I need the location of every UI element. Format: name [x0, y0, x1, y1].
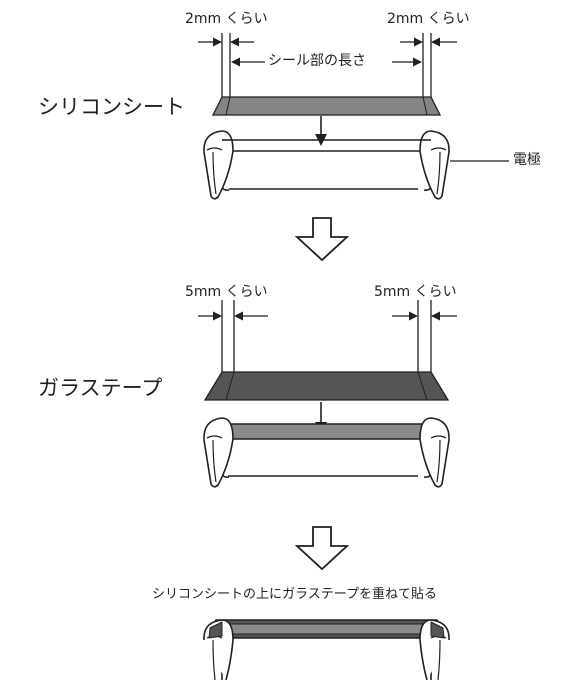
glass-tape-label: ガラステープ	[38, 376, 163, 400]
final-instruction-label: シリコンシートの上にガラステープを重ねて貼る	[152, 587, 437, 602]
electrode-label: 電極	[513, 152, 541, 168]
electrode-drawing	[203, 130, 450, 200]
step1-dimension-lines	[198, 33, 457, 97]
final-electrode-drawing	[203, 619, 450, 681]
seal-length-label: シール部の長さ	[268, 53, 366, 69]
glass-tape-drawing	[203, 371, 450, 401]
approx-2mm-right-label: 2mm くらい	[387, 11, 470, 27]
approx-2mm-left-label: 2mm くらい	[185, 11, 268, 27]
electrode-with-silicone-drawing	[203, 417, 450, 488]
silicone-sheet-drawing	[211, 96, 442, 116]
step-transition-arrow-1	[294, 217, 350, 262]
approx-5mm-right-label: 5mm くらい	[374, 284, 457, 300]
step-transition-arrow-2	[294, 526, 350, 571]
step2-dimension-lines	[198, 300, 457, 372]
step1-drop-arrow	[315, 116, 327, 146]
silicone-sheet-label: シリコンシート	[38, 95, 185, 119]
approx-5mm-left-label: 5mm くらい	[185, 284, 268, 300]
